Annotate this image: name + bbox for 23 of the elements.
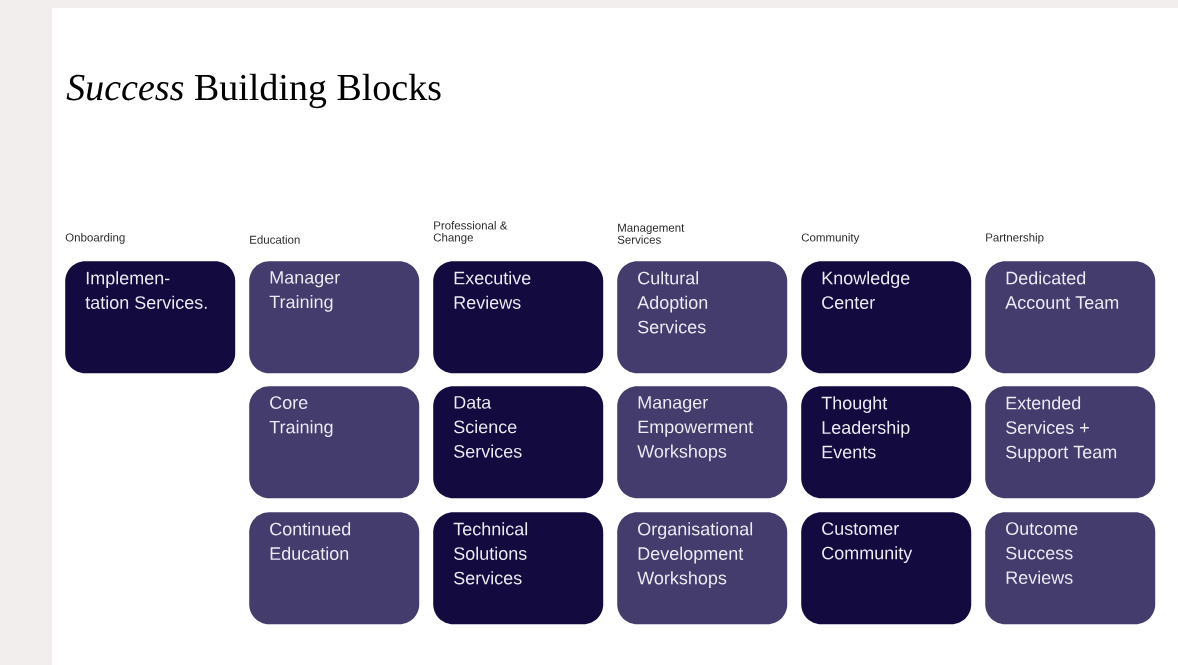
column-heading: Partnership	[986, 233, 1044, 244]
service-block: Technical Solutions Services	[433, 512, 604, 625]
column-heading: Community	[801, 233, 860, 244]
service-block: Organisational Development Workshops	[617, 512, 788, 625]
service-block: Cultural Adoption Services	[617, 261, 788, 374]
column-heading: Education	[250, 235, 300, 244]
title: Success Building Blocks	[66, 73, 441, 109]
column-heading: Onboarding	[65, 233, 125, 244]
service-block: Manager Empowerment Workshops	[617, 386, 788, 499]
column-heading: Management Services	[617, 223, 685, 244]
service-block: Outcome Success Reviews	[985, 512, 1156, 625]
service-block: Data Science Services	[433, 386, 604, 499]
service-block: Thought Leadership Events	[801, 386, 972, 499]
service-block: Implemen- tation Services.	[65, 261, 236, 374]
service-block: Manager Training	[249, 261, 420, 374]
service-block: Core Training	[249, 386, 420, 499]
service-block: Customer Community	[801, 512, 972, 625]
service-block: Knowledge Center	[801, 261, 972, 374]
service-block: Continued Education	[249, 512, 420, 625]
service-block: Executive Reviews	[433, 261, 604, 374]
service-block: Extended Services + Support Team	[985, 386, 1156, 499]
column-heading: Professional & Change	[433, 221, 508, 244]
service-block: Dedicated Account Team	[985, 261, 1156, 374]
